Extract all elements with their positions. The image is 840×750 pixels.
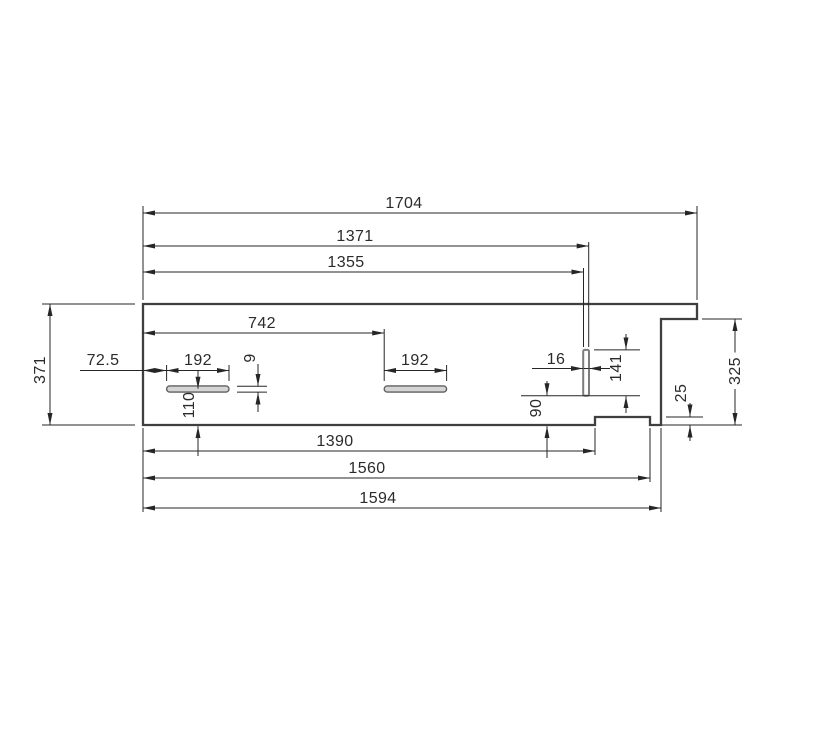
extension-lines [42, 206, 742, 512]
dimensions: 1704 1371 1355 742 72.5 192 [32, 195, 744, 511]
vertical-slot [582, 348, 591, 397]
part-geometry [141, 302, 699, 427]
dim-label-1390: 1390 [316, 433, 353, 450]
part-outline [141, 302, 699, 427]
dim-label-141: 141 [608, 354, 625, 382]
dim-label-9: 9 [242, 353, 259, 362]
dim-label-110: 110 [181, 392, 198, 419]
dimension-325: 325 [727, 319, 744, 425]
dim-label-1594: 1594 [359, 490, 396, 507]
dimension-1390: 1390 [143, 433, 595, 454]
dimension-16: 16 [532, 351, 610, 371]
dim-label-192-first: 192 [184, 352, 212, 369]
dimension-1355: 1355 [143, 254, 584, 275]
dimension-371: 371 [32, 304, 53, 425]
dimension-110: 110 [181, 371, 201, 456]
dim-label-16: 16 [547, 351, 566, 368]
dimension-72-5: 72.5 [80, 352, 167, 373]
dim-label-325: 325 [727, 357, 744, 385]
dimension-141: 141 [608, 334, 629, 413]
dimension-90: 90 [528, 381, 550, 458]
horizontal-slot-middle [383, 385, 448, 393]
dim-label-192-second: 192 [401, 352, 429, 369]
dimension-1594: 1594 [143, 490, 661, 511]
dim-label-1560: 1560 [348, 460, 385, 477]
dim-label-90: 90 [528, 399, 545, 418]
dim-label-1355: 1355 [327, 254, 364, 271]
dim-label-1371: 1371 [336, 228, 373, 245]
dim-label-742: 742 [248, 315, 276, 332]
dim-label-1704: 1704 [385, 195, 422, 212]
dimension-1371: 1371 [143, 228, 589, 249]
dimension-9: 9 [242, 353, 261, 412]
dimension-192-second: 192 [384, 352, 447, 373]
dim-label-72-5: 72.5 [87, 352, 120, 369]
dim-label-371: 371 [32, 356, 49, 384]
dim-label-25: 25 [673, 384, 690, 403]
dimension-192-first: 192 [166, 352, 229, 373]
dimension-25: 25 [673, 384, 693, 441]
dimension-742: 742 [143, 315, 385, 336]
dimension-1704: 1704 [143, 195, 697, 216]
dimension-1560: 1560 [143, 460, 650, 481]
